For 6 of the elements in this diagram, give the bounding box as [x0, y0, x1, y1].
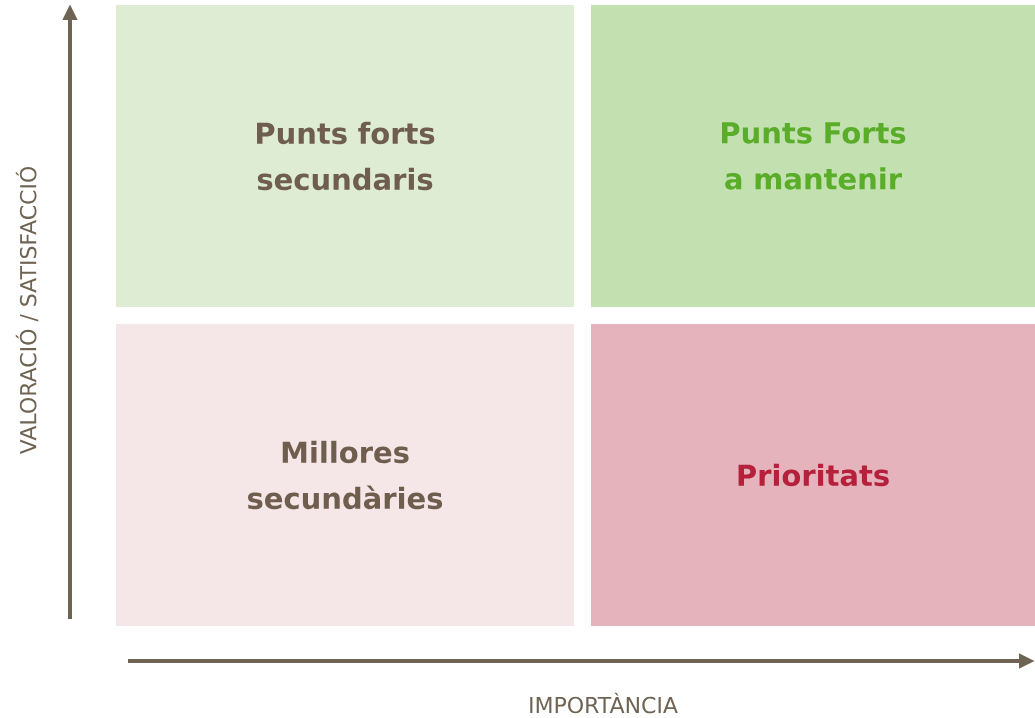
quadrant-box: Punts forts secundaris — [116, 5, 574, 307]
quadrant-box: Punts Forts a mantenir — [591, 5, 1035, 307]
axis-label: IMPORTÀNCIA — [530, 692, 678, 714]
quadrant-box: Millores secundàries — [116, 324, 574, 626]
axis-label: VALORACIÓ / SATISFACCIÓ — [15, 166, 39, 455]
quadrant-box: Prioritats — [591, 324, 1035, 626]
